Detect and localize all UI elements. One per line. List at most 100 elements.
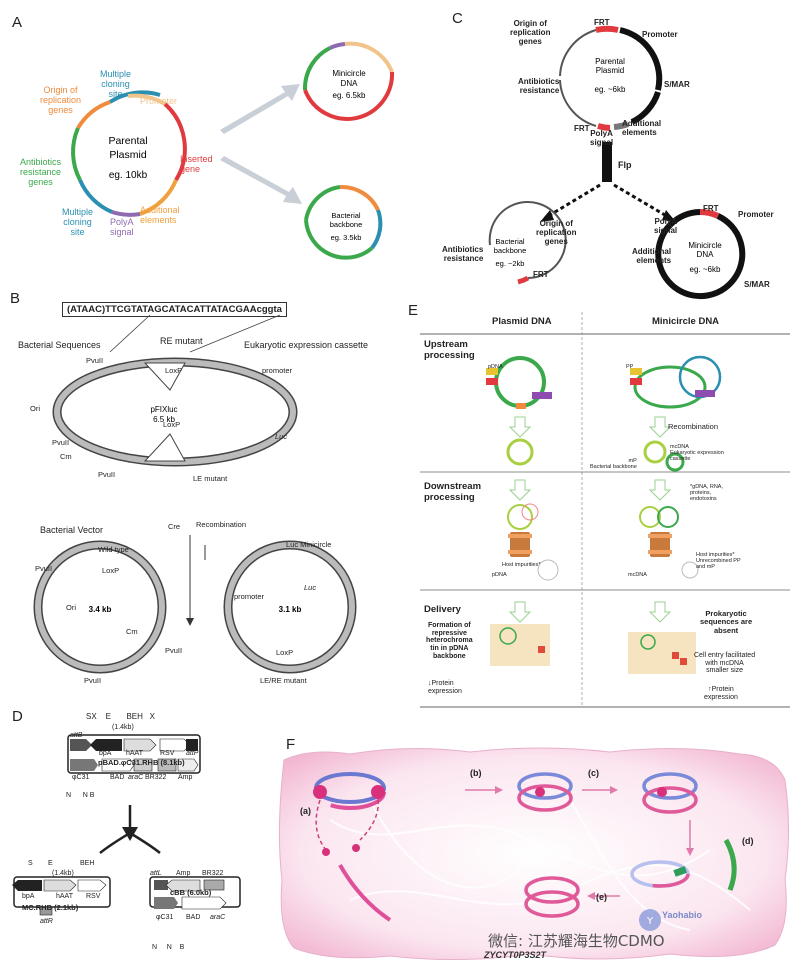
b-pvuii-2: PvuII bbox=[52, 438, 70, 447]
e-mcdna-delivery bbox=[628, 601, 696, 674]
svg-text:Y: Y bbox=[646, 916, 654, 927]
panel-e-table bbox=[420, 312, 790, 708]
minicircle-title2: DNA bbox=[341, 79, 359, 88]
b-plasmid-size: 6.5 kb bbox=[153, 415, 175, 424]
b-vector-size: 3.4 kb bbox=[89, 605, 112, 614]
c-bb-title2: backbone bbox=[494, 246, 527, 255]
e-protein-down: ↓Protein expression bbox=[428, 680, 462, 695]
e-pdna-label2: pDNA bbox=[492, 572, 507, 578]
c-frt-bottom: FRT bbox=[574, 124, 590, 133]
f-cell-background bbox=[278, 747, 789, 961]
b-promoter-2: promoter bbox=[234, 592, 265, 601]
panel-a-diagram: Parental Plasmid eg. 10kb Minicircle DNA… bbox=[71, 41, 395, 260]
d-arac-2: araC bbox=[210, 914, 226, 921]
label-antibiotics: Antibiotics resistance genes bbox=[20, 157, 62, 187]
e-pp-upstream bbox=[630, 355, 722, 472]
c-parental1: Parental bbox=[595, 57, 625, 66]
b-promoter: promoter bbox=[262, 366, 293, 375]
d-bad-2: BAD bbox=[186, 914, 201, 921]
watermark-brand: Yaohabio bbox=[662, 910, 703, 920]
b-pvuii-5: PvuII bbox=[165, 646, 183, 655]
b-loxp-1: LoxP bbox=[165, 366, 183, 375]
e-mcdna-downstream bbox=[639, 479, 699, 579]
d-arac: araC bbox=[128, 774, 144, 781]
b-bacterial-seq: Bacterial Sequences bbox=[18, 340, 101, 350]
e-mcdna-label: mcDNA bbox=[628, 572, 647, 578]
c-flp-arrows bbox=[540, 142, 676, 222]
d-attb: attB bbox=[70, 732, 83, 739]
b-luc: Luc bbox=[275, 432, 288, 441]
f-step-d bbox=[630, 838, 737, 891]
d-top-marks: SX E BEH X bbox=[86, 712, 155, 721]
label-promoter: Promoter bbox=[140, 96, 178, 106]
parental-size: eg. 10kb bbox=[109, 170, 148, 181]
b-ori-2: Ori bbox=[66, 603, 76, 612]
e-pdna-upstream bbox=[486, 356, 552, 466]
e-pdna-label: pDNA bbox=[488, 364, 503, 370]
arrow-to-backbone bbox=[220, 156, 302, 204]
d-rsv: RSV bbox=[160, 750, 175, 757]
b-loxp-2: LoxP bbox=[163, 420, 181, 429]
panel-f-letter: F bbox=[286, 736, 296, 753]
d-cbb: cBB (6.0kb) bbox=[170, 888, 212, 897]
b-pvuii-6: PvuII bbox=[84, 676, 102, 685]
f-arrows bbox=[465, 786, 694, 900]
f-brand-logo: Y bbox=[639, 909, 661, 931]
label-inserted: Inserted gene bbox=[180, 154, 213, 174]
b-wild-type: Wild type bbox=[98, 545, 129, 554]
label-polya: PolyA signal bbox=[110, 217, 134, 237]
d-rsv-2: RSV bbox=[86, 893, 101, 900]
e-impurities: *gDNA, RNA, proteins, endotoxins bbox=[690, 484, 724, 503]
c-bb-size: eg. ~2kb bbox=[496, 259, 525, 268]
d-bpa: bpA bbox=[99, 750, 112, 757]
watermark-code: ZYCYT0P3S2T bbox=[484, 950, 547, 960]
backbone-title2: backbone bbox=[330, 220, 363, 229]
d-plasmid-map bbox=[67, 734, 201, 774]
c-parental-size: eg. ~6kb bbox=[595, 85, 626, 94]
c-polya: PolyA signal bbox=[590, 129, 614, 147]
parental-title1: Parental bbox=[108, 135, 147, 147]
d-s: S bbox=[28, 860, 33, 867]
c-bb-title1: Bacterial bbox=[495, 237, 525, 246]
b-loxp-3: LoxP bbox=[102, 566, 120, 575]
d-kb14-2: (1.4kb) bbox=[52, 870, 74, 877]
e-recombination: Recombination bbox=[668, 422, 719, 431]
panel-e-letter: E bbox=[408, 302, 419, 319]
e-mcdna-note: mcDNA Eukaryotic expression cassette bbox=[670, 444, 724, 463]
backbone-title1: Bacterial bbox=[331, 211, 361, 220]
f-label-e: (e) bbox=[596, 892, 607, 902]
c-promoter: Promoter bbox=[642, 30, 678, 39]
e-cell-entry: Cell entry facilitated with mcDNA smalle… bbox=[694, 652, 756, 675]
panel-c-diagram: Parental Plasmid eg. ~6kb Bacterial back… bbox=[488, 25, 746, 300]
f-step-c bbox=[642, 772, 698, 814]
e-pdna-delivery bbox=[490, 601, 550, 666]
f-step-a bbox=[313, 772, 392, 922]
d-amp-2: Amp bbox=[176, 870, 191, 877]
f-step-b bbox=[517, 772, 573, 812]
b-minicircle-ring bbox=[223, 540, 357, 674]
backbone-ring bbox=[304, 184, 383, 260]
d-kb14: (1.4kb) bbox=[112, 724, 134, 731]
d-br322: BR322 bbox=[145, 774, 167, 781]
c-backbone-ring bbox=[488, 201, 567, 285]
c-frt-top: FRT bbox=[594, 18, 610, 27]
b-recombination: Recombination bbox=[196, 520, 247, 529]
c-mc-smar: S/MAR bbox=[744, 280, 770, 289]
parental-plasmid-ring bbox=[71, 90, 187, 217]
e-row-downstream: Downstream processing bbox=[424, 481, 482, 503]
label-mcs-top: Multiple cloning site bbox=[100, 69, 132, 99]
b-pvuii-1: PvuII bbox=[86, 356, 104, 365]
d-beh: BEH bbox=[80, 860, 95, 867]
b-pvuii-3: PvuII bbox=[98, 470, 116, 479]
d-nnb: N N B bbox=[66, 792, 95, 799]
e-row-delivery: Delivery bbox=[424, 604, 461, 615]
b-sequence: (ATAAC)TTCGTATAGCATACATTATACGAAcggta bbox=[62, 302, 287, 317]
panel-b-diagram: pFIXluc 6.5 kb 3.4 kb 3.1 kb bbox=[33, 314, 357, 674]
f-step-e bbox=[524, 876, 580, 918]
c-mc-promoter: Promoter bbox=[738, 210, 774, 219]
backbone-size: eg. 3.5kb bbox=[331, 233, 362, 242]
c-parental2: Plasmid bbox=[596, 66, 624, 75]
d-cbb-map bbox=[149, 876, 241, 910]
c-minicircle-ring bbox=[655, 208, 746, 300]
b-luc-minicircle: Luc Minicircle bbox=[286, 540, 332, 549]
